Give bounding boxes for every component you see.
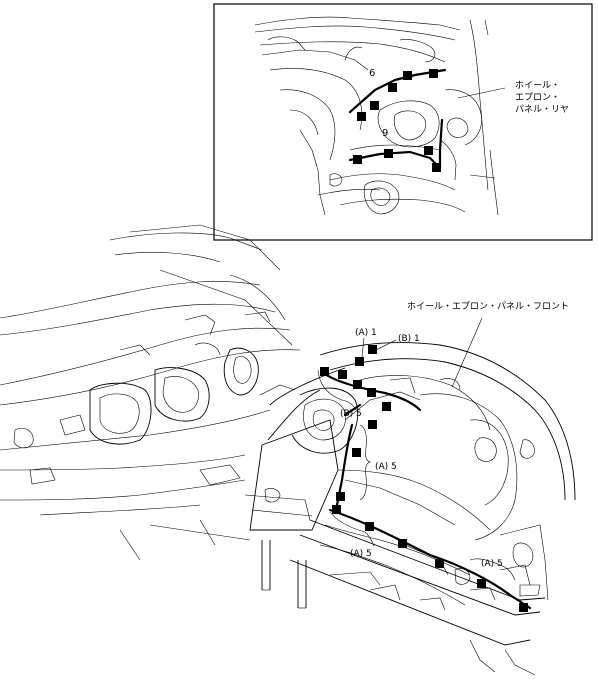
callout-b1-leader: [375, 339, 397, 351]
callout-a5-right: (A) 5: [375, 462, 397, 472]
inset-frame: [213, 3, 593, 241]
weld-spot: [365, 522, 374, 531]
weld-spot: [477, 579, 486, 588]
callout-a5-bottom-right-brace: [469, 558, 516, 581]
callout-a1: (A) 1: [355, 328, 377, 338]
weld-spot: [388, 83, 397, 92]
callout-a5-bottom-left: (A) 5: [350, 549, 372, 559]
callout-b5-bracket: [317, 369, 357, 411]
main-view-front-wheel-apron: ホイール・エプロン・パネル・フロント (A) 1 (B) 1 (B) 5 (A)…: [0, 224, 576, 676]
weld-spot: [398, 539, 407, 548]
callout-a1-leader: [361, 337, 365, 358]
label-rear-line-3: パネル・リヤ: [515, 104, 569, 115]
weld-spot: [370, 101, 379, 110]
callout-b1: (B) 1: [398, 334, 420, 344]
weld-spot: [320, 367, 329, 376]
weld-spot: [352, 448, 361, 457]
main-seam-lines: [320, 370, 532, 610]
inset-view-rear-wheel-apron: 6 9 ホイール・ エプロン・ パネル・リヤ: [213, 3, 593, 241]
weld-spot: [403, 71, 412, 80]
callout-a5-bottom-right: (A) 5: [481, 559, 503, 569]
weld-spot: [384, 149, 393, 158]
callout-a5-bottom-left-brace: [329, 511, 375, 547]
label-rear-line-1: ホイール・: [515, 80, 560, 91]
weld-spot: [355, 357, 364, 366]
weld-spot: [357, 112, 366, 121]
callout-a5-right-brace: [359, 424, 371, 501]
callout-6: 6: [369, 68, 375, 79]
weld-spot: [429, 69, 438, 78]
weld-spot: [368, 345, 377, 354]
leader-line-rear: [457, 87, 506, 99]
main-weld-spots: [320, 345, 528, 612]
label-rear-line-2: エプロン・: [515, 92, 560, 103]
weld-spot: [382, 402, 391, 411]
weld-spot: [336, 492, 345, 501]
weld-spot: [367, 388, 376, 397]
callout-9-bracket: [349, 144, 441, 151]
weld-spot: [432, 163, 441, 172]
inset-structure-outline: [254, 16, 499, 216]
weld-spot: [353, 380, 362, 389]
weld-spot: [332, 505, 341, 514]
weld-spot: [519, 603, 528, 612]
leader-line-front: [451, 317, 483, 388]
callout-9: 9: [382, 128, 388, 139]
weld-spot: [435, 559, 444, 568]
weld-spot: [338, 370, 347, 379]
label-front: ホイール・エプロン・パネル・フロント: [407, 301, 569, 312]
weld-spot: [424, 146, 433, 155]
weld-spot: [368, 420, 377, 429]
main-structure-outline: [0, 224, 576, 676]
weld-spot: [353, 155, 362, 164]
inset-weld-spots: [353, 69, 441, 172]
callout-b5: (B) 5: [340, 409, 362, 419]
